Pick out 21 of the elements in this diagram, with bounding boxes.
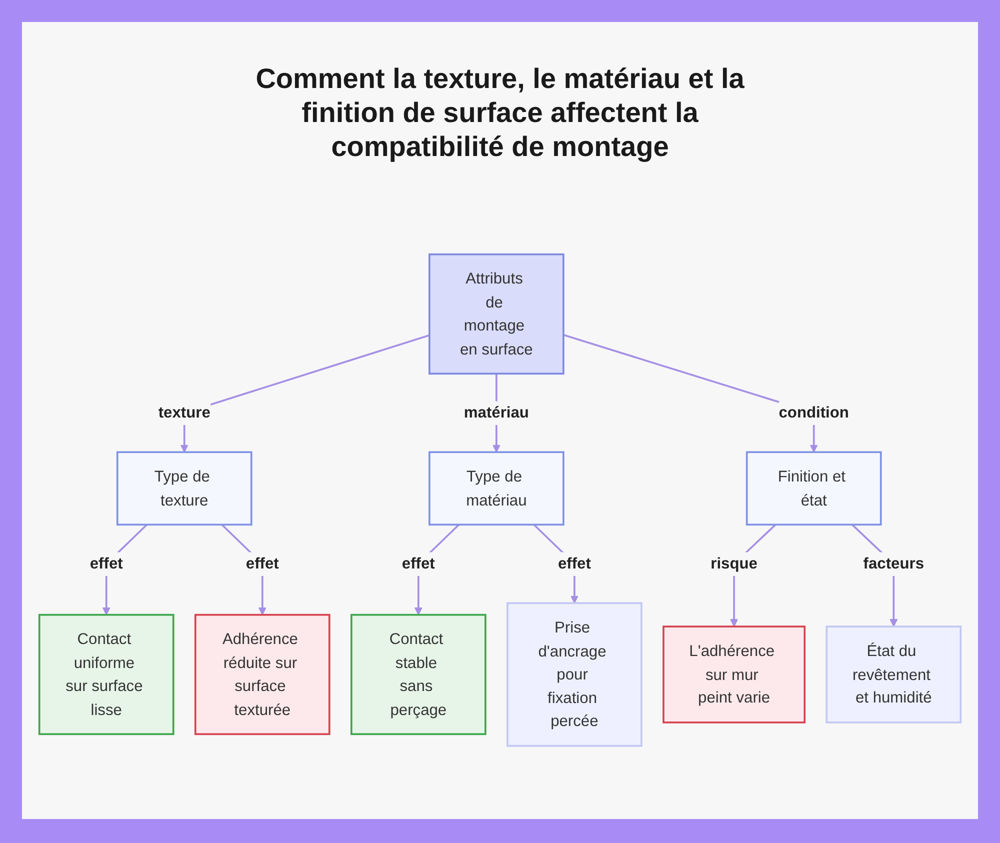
node-box <box>350 614 486 735</box>
edge-label: effet <box>558 554 591 572</box>
edge-label: effet <box>90 554 123 572</box>
node-box <box>428 451 564 526</box>
node-box <box>662 626 806 724</box>
node-box <box>38 614 174 735</box>
diagram-title: Comment la texture, le matériau et la finition de surface affectent la compatibilité de montage <box>254 62 746 164</box>
edge-label: risque <box>710 554 758 572</box>
node-box <box>506 602 642 747</box>
edge-label: texture <box>158 404 210 422</box>
edge-label: effet <box>246 554 279 572</box>
node-box <box>194 614 330 735</box>
node-box <box>116 451 252 526</box>
node-box <box>428 253 564 374</box>
edge-label: facteurs <box>863 554 924 572</box>
edge-label: effet <box>402 554 435 572</box>
edge-label: condition <box>778 404 849 422</box>
edge-label: matériau <box>464 404 529 422</box>
diagram-panel: Comment la texture, le matériau et la finition de surface affectent la compatibilité de montage texture matériau condition effet effet effet effet risque facteurs Attributs de montage en surface Type de texture Type de matériau Finition et état Contact uniforme sur surface lisse Adhérence réduite sur surface texturée Contact stable sans perçage Prise d'ancrage pour fixation percée L'adhérence sur mur peint varie État du revêtement et humidité <box>22 22 978 819</box>
node-box <box>826 626 962 724</box>
node-box <box>746 451 882 526</box>
